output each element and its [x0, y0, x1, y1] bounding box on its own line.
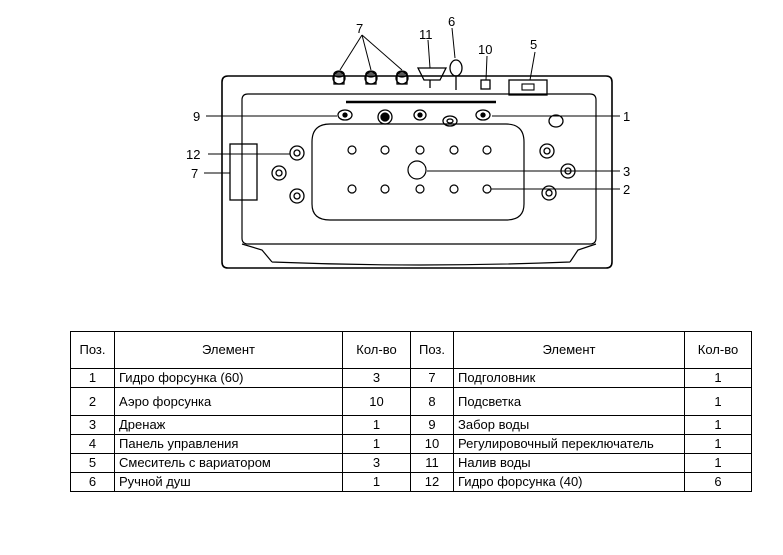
- callout-4: 5: [530, 37, 537, 52]
- callout-12: 12: [186, 147, 200, 162]
- callout-5: 7: [356, 21, 363, 36]
- drain: [407, 160, 427, 180]
- tub-inner-rim: [241, 93, 597, 245]
- air-jets: [347, 145, 492, 194]
- table-row: 4 Панель управления 1 10 Регулировочный …: [70, 434, 752, 454]
- callout-7: 7: [191, 166, 198, 181]
- tub-front-skirt: [241, 243, 597, 266]
- table-row: 6 Ручной душ 1 12 Гидро форсунка (40) 6: [70, 472, 752, 492]
- table-row: 2 Аэро форсунка 10 8 Подсветка 1: [70, 387, 752, 416]
- mixer-faucets: [332, 70, 409, 85]
- callout-9: 9: [193, 109, 200, 124]
- regulator-switch: [480, 79, 491, 90]
- callout-11: 11: [419, 27, 433, 42]
- tub-basin: [311, 123, 525, 221]
- header-pos-2: Поз.: [410, 331, 454, 369]
- callout-10: 10: [478, 42, 492, 57]
- callout-labels: 7 6 11 10 5 9 1 12 7 3 2: [186, 14, 630, 197]
- control-panel-shape: [508, 79, 548, 96]
- table-row: 3 Дренаж 1 9 Забор воды 1: [70, 415, 752, 435]
- leader-lines: [204, 27, 620, 190]
- header-qty-2: Кол-во: [684, 331, 752, 369]
- callout-3: 3: [623, 164, 630, 179]
- rim-jets: [271, 109, 576, 204]
- header-pos-1: Поз.: [70, 331, 115, 369]
- tub-outer-rim: [221, 75, 613, 269]
- header-qty-1: Кол-во: [342, 331, 411, 369]
- hand-shower: [449, 59, 463, 90]
- bathtub-diagram: 7 6 11 10 5 9 1 12 7 3 2: [186, 14, 630, 269]
- header-element-2: Элемент: [453, 331, 685, 369]
- headrest-shape: [229, 143, 258, 201]
- table-row: 1 Гидро форсунка (60) 3 7 Подголовник 1: [70, 368, 752, 388]
- callout-1: 1: [623, 109, 630, 124]
- callout-2: 2: [623, 182, 630, 197]
- header-element-1: Элемент: [114, 331, 343, 369]
- parts-table: Поз. Элемент Кол-во Поз. Элемент Кол-во …: [70, 331, 752, 492]
- table-header-row: Поз. Элемент Кол-во Поз. Элемент Кол-во: [70, 331, 752, 369]
- filler-spout: [416, 67, 448, 88]
- table-row: 5 Смеситель с вариатором 3 11 Налив воды…: [70, 453, 752, 473]
- callout-6: 6: [448, 14, 455, 29]
